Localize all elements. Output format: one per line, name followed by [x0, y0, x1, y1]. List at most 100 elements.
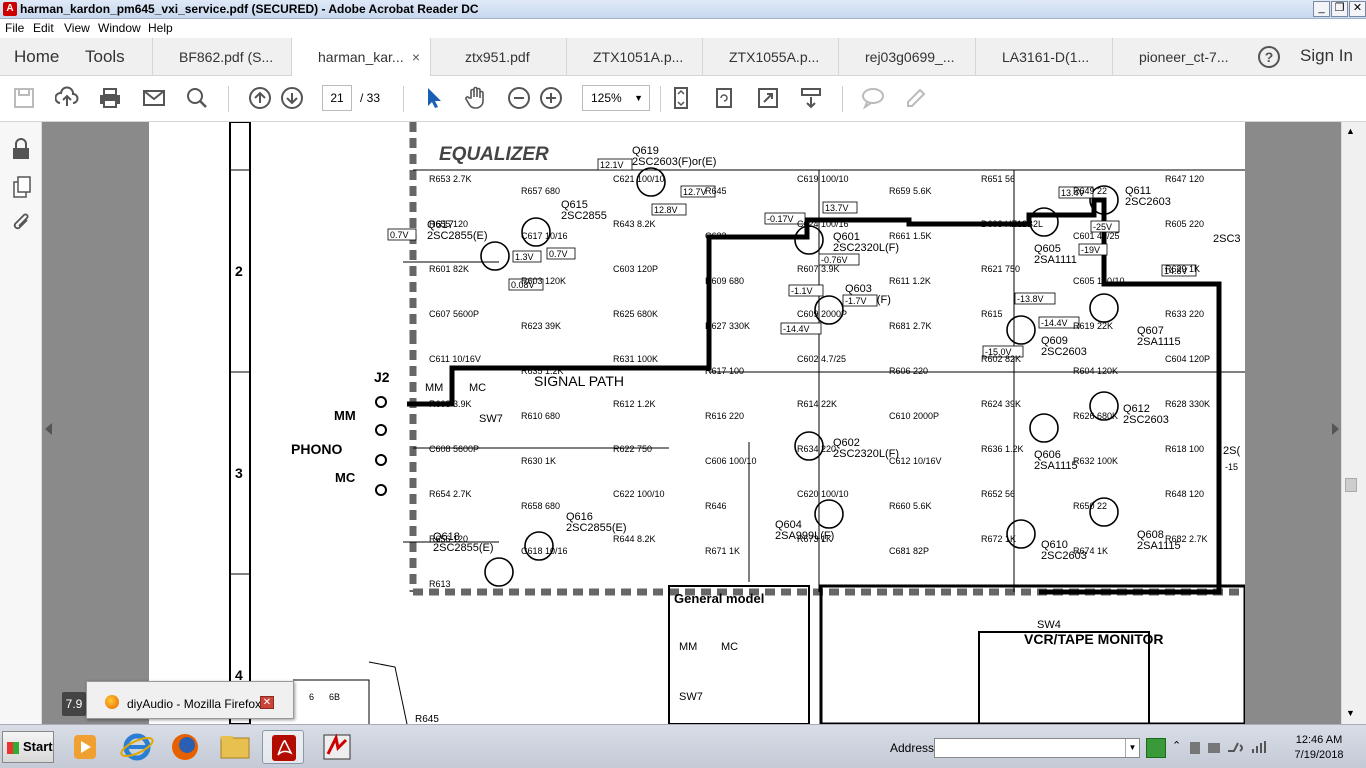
component-label: R644 8.2K: [613, 534, 656, 544]
scroll-right-icon[interactable]: [1330, 422, 1341, 436]
doc-tab[interactable]: BF862.pdf (S...: [152, 38, 291, 76]
menu-edit[interactable]: Edit: [33, 21, 54, 35]
acrobat-icon: A: [3, 2, 17, 16]
rotate-icon[interactable]: [712, 86, 736, 110]
page-number-input[interactable]: 21: [322, 85, 352, 111]
component-label: R616 220: [705, 411, 744, 421]
doc-tab[interactable]: ZTX1051A.p...: [566, 38, 702, 76]
transistor-type: 2SA1115: [1137, 336, 1181, 348]
mm-switch-label: MM: [425, 382, 443, 394]
row-marker: 2: [235, 263, 243, 279]
hand-icon[interactable]: [464, 86, 488, 110]
transistor-type: 2SC2603: [1125, 196, 1171, 208]
voltage-box: [1161, 264, 1197, 277]
save-icon[interactable]: [12, 86, 36, 110]
doc-tab[interactable]: LA3161-D(1...: [975, 38, 1112, 76]
media-player-icon[interactable]: [64, 730, 106, 764]
attachment-icon[interactable]: [12, 212, 32, 234]
email-icon[interactable]: [142, 86, 166, 110]
scroll-left-icon[interactable]: [42, 422, 54, 436]
sw7-label: SW7: [479, 413, 503, 425]
close-window-button[interactable]: ✕: [1349, 1, 1366, 17]
comment-icon[interactable]: [861, 86, 885, 110]
component-label: R603 120K: [521, 276, 566, 286]
tab-tools[interactable]: Tools: [85, 47, 125, 66]
component-label: R607 3.9K: [797, 264, 840, 274]
bottom-label: R645: [415, 714, 439, 724]
system-clock[interactable]: 12:46 AM 7/19/2018: [1290, 733, 1348, 763]
restore-button[interactable]: ❐: [1331, 1, 1348, 17]
scroll-mode-icon[interactable]: [799, 86, 823, 110]
fullscreen-icon[interactable]: [756, 86, 780, 110]
component-label: R626 680K: [1073, 411, 1118, 421]
internet-explorer-icon[interactable]: [116, 730, 158, 764]
firefox-icon[interactable]: [164, 730, 206, 764]
scroll-down-icon[interactable]: ▼: [1346, 708, 1355, 718]
component-label: R660 5.6K: [889, 501, 932, 511]
pages-icon[interactable]: [12, 176, 32, 198]
page-up-icon[interactable]: [248, 86, 272, 110]
voltage-label: 12.1V: [600, 160, 624, 170]
scroll-up-icon[interactable]: ▲: [1346, 126, 1355, 136]
transistor-type: 2SA1115: [1137, 540, 1181, 552]
document-view[interactable]: EQUALIZER SIGNAL PATH VCR/TAPE MONITOR G…: [42, 122, 1341, 724]
transistor-type: 2SC2603: [1041, 550, 1087, 562]
close-icon[interactable]: ×: [411, 49, 420, 65]
upload-icon[interactable]: [54, 86, 79, 110]
component-label: R654 2.7K: [429, 489, 472, 499]
folder-icon[interactable]: [214, 730, 256, 764]
page-down-icon[interactable]: [280, 86, 304, 110]
tab-home[interactable]: Home: [14, 47, 60, 66]
doc-tab-label: harman_kar...: [318, 49, 404, 65]
popup-label: diyAudio - Mozilla Firefox: [127, 697, 262, 711]
menu-help[interactable]: Help: [148, 21, 173, 35]
select-cursor-icon[interactable]: [422, 86, 446, 110]
window-title: harman_kardon_pm645_vxi_service.pdf (SEC…: [20, 2, 479, 16]
edge-label: 2S(: [1223, 445, 1240, 457]
start-label: Start: [23, 739, 53, 754]
component-label: R625 680K: [613, 309, 658, 319]
zoom-in-icon[interactable]: [539, 86, 563, 110]
acrobat-icon[interactable]: [262, 730, 304, 764]
lock-icon[interactable]: [12, 138, 30, 160]
menu-file[interactable]: File: [5, 21, 25, 35]
component-label: R601 82K: [429, 264, 469, 274]
vertical-scrollbar[interactable]: ▲ ▼: [1341, 122, 1366, 724]
transistor-type: 2SC2603: [1041, 346, 1087, 358]
edge-label: -15: [1225, 462, 1238, 472]
doc-tab[interactable]: pioneer_ct-7...: [1112, 38, 1242, 76]
minimize-button[interactable]: _: [1313, 1, 1330, 17]
go-arrow-icon[interactable]: [1146, 738, 1166, 758]
doc-tab[interactable]: ztx951.pdf: [430, 38, 566, 76]
voltage-label: -15.0V: [985, 347, 1012, 357]
menu-view[interactable]: View: [64, 21, 90, 35]
doc-tab[interactable]: rej03g0699_...: [838, 38, 975, 76]
sign-in-button[interactable]: Sign In: [1300, 46, 1353, 65]
highlight-icon[interactable]: [904, 86, 928, 110]
voltage-label: -1.7V: [845, 296, 867, 306]
print-icon[interactable]: [98, 86, 122, 110]
search-icon[interactable]: [185, 86, 209, 110]
ltspice-icon[interactable]: [316, 730, 358, 764]
doc-tab-active[interactable]: harman_kar... ×: [291, 38, 430, 77]
transistor-type: 2SA999L(F): [775, 530, 834, 542]
tray-expand-icon[interactable]: ⌃: [1172, 740, 1182, 752]
zoom-select[interactable]: 125%▼: [582, 85, 650, 111]
component-label: R674 1K: [1073, 546, 1108, 556]
zoom-out-icon[interactable]: [507, 86, 531, 110]
component-label: R647 120: [1165, 174, 1204, 184]
chevron-down-icon[interactable]: ▼: [1125, 739, 1139, 757]
address-input[interactable]: ▼: [934, 738, 1140, 758]
menu-window[interactable]: Window: [98, 21, 141, 35]
help-icon[interactable]: ?: [1258, 46, 1280, 68]
fit-page-icon[interactable]: [669, 86, 693, 110]
voltage-label: -14.4V: [783, 324, 810, 334]
scrollbar-thumb[interactable]: [1345, 478, 1357, 492]
transistor-type: 2SC2855: [561, 210, 607, 222]
doc-tab[interactable]: ZTX1055A.p...: [702, 38, 838, 76]
start-button[interactable]: Start: [2, 731, 54, 763]
taskbar-preview-popup[interactable]: diyAudio - Mozilla Firefox ✕: [86, 681, 294, 719]
close-icon[interactable]: ✕: [260, 696, 274, 709]
